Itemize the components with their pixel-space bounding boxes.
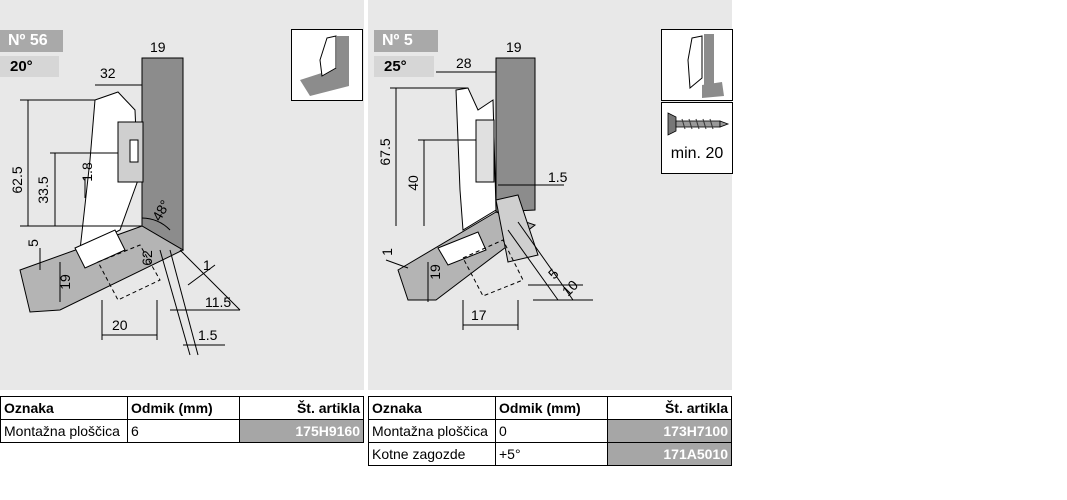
left-dim-20: 20 [112,317,128,333]
left-dim-62-5: 62.5 [9,166,25,193]
right-dim-67-5: 67.5 [377,138,393,165]
right-dim-19: 19 [506,39,522,55]
left-dim-62: 62 [139,250,155,266]
right-dim-1-5: 1.5 [548,169,568,185]
hinge-plate-icon [687,34,724,98]
right-row1-odmik: 0 [495,419,608,443]
right-dim-17: 17 [471,307,487,323]
right-angle-badge: 25° [374,56,434,77]
left-dim-1-8: 1.8 [79,162,95,182]
left-table-header-odmik: Odmik (mm) [127,396,240,420]
left-row1-artikel: 175H9160 [239,419,364,443]
right-row1-artikel: 173H7100 [607,419,732,443]
left-dim-33-5: 33.5 [35,176,51,203]
left-table-header-oznaka: Oznaka [0,396,128,420]
left-mount-icon-box [291,29,363,101]
right-dim-5: 5 [545,265,562,282]
left-row1-oznaka: Montažna ploščica [0,419,128,443]
right-dim-10: 10 [559,277,581,299]
right-row2-artikel: 171A5010 [607,442,732,466]
right-dim-40: 40 [405,175,421,191]
left-dim-19b: 19 [57,274,73,290]
left-dim-5: 5 [25,239,41,247]
right-row2-oznaka: Kotne zagozde [368,442,496,466]
left-table-header-artikel: Št. artikla [239,396,364,420]
left-row1-odmik: 6 [127,419,240,443]
left-model-badge: Nº 56 [0,30,63,52]
left-dim-11-5: 11.5 [205,294,231,310]
left-dim-1-5: 1.5 [198,327,218,343]
screw-icon [667,112,730,136]
right-spec-table: Oznaka Odmik (mm) Št. artikla Montažna p… [368,396,732,466]
left-hinge-drawing: 19 32 62.5 33.5 1.8 48° 5 19 62 1 11.5 1… [9,39,241,356]
table-row: Montažna ploščica 6 175H9160 [0,419,364,443]
right-row1-oznaka: Montažna ploščica [368,419,496,443]
table-row: Montažna ploščica 0 173H7100 [368,419,732,443]
left-dim-1: 1 [203,257,211,273]
left-spec-table: Oznaka Odmik (mm) Št. artikla Montažna p… [0,396,364,443]
right-table-header-oznaka: Oznaka [368,396,496,420]
right-mount-icon-box [661,29,733,101]
left-dim-19: 19 [150,39,166,55]
right-table-header-odmik: Odmik (mm) [495,396,608,420]
hinge-profile-icon [300,35,349,96]
right-hinge-drawing: 28 19 67.5 40 1.5 1 19 5 10 17 [377,39,593,330]
left-dim-32: 32 [100,65,116,81]
table-row: Kotne zagozde +5° 171A5010 [368,442,732,466]
right-table-header-artikel: Št. artikla [607,396,732,420]
screw-icon-box: min. 20 [661,102,733,174]
screw-length-label: min. 20 [670,145,724,162]
right-model-badge: Nº 5 [374,30,438,52]
right-dim-1: 1 [379,248,395,256]
left-angle-badge: 20° [0,56,59,77]
right-dim-28: 28 [456,55,472,71]
right-row2-odmik: +5° [495,442,608,466]
right-dim-19b: 19 [427,264,443,280]
